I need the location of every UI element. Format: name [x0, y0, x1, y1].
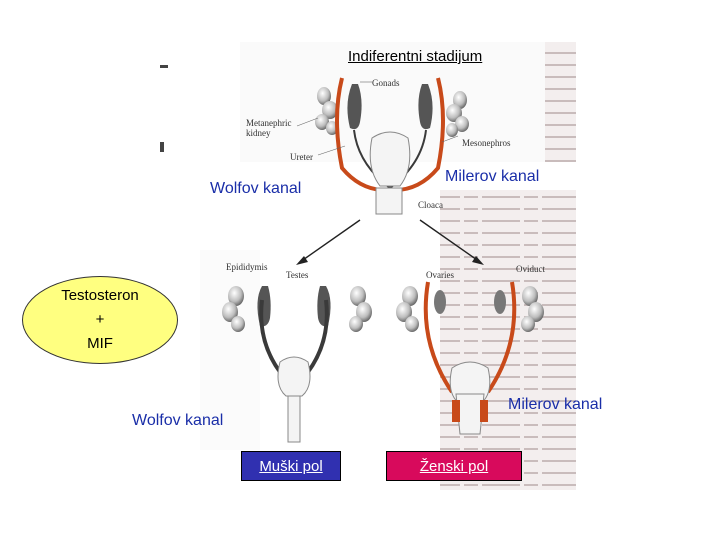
- label-mullerian-duct-bottom: Milerov kanal: [508, 396, 603, 413]
- label-testes: Testes: [286, 270, 309, 280]
- label-gonads: Gonads: [372, 78, 400, 88]
- hormone-line-3: MIF: [87, 335, 113, 352]
- male-outcome-box: Muški pol: [241, 451, 341, 481]
- label-wolffian-duct-top: Wolfov kanal: [210, 180, 302, 197]
- label-ovaries: Ovaries: [426, 270, 454, 280]
- kidney-cluster-icon: [315, 87, 338, 135]
- kidney-cluster-icon: [349, 286, 372, 332]
- male-outcome-label: Muški pol: [259, 457, 323, 475]
- hormone-line-1: Testosteron: [61, 287, 139, 304]
- label-kidney: kidney: [246, 128, 271, 138]
- female-outcome-box: Ženski pol: [386, 451, 522, 481]
- label-mullerian-duct-top: Milerov kanal: [445, 168, 540, 185]
- label-wolffian-duct-bottom: Wolfov kanal: [132, 412, 224, 429]
- female-figure: [396, 281, 544, 435]
- kidney-cluster-icon: [222, 286, 245, 332]
- male-figure: [222, 286, 372, 443]
- label-mesonephros: Mesonephros: [462, 138, 511, 148]
- label-epididymis: Epididymis: [226, 262, 268, 272]
- label-cloaca: Cloaca: [418, 200, 443, 210]
- label-metanephric: Metanephric: [246, 118, 292, 128]
- female-outcome-label: Ženski pol: [419, 457, 489, 475]
- label-ureter: Ureter: [290, 152, 313, 162]
- arrow-icon: [296, 219, 361, 265]
- kidney-cluster-icon: [521, 286, 544, 332]
- label-oviduct: Oviduct: [516, 264, 545, 274]
- hormone-bubble: Testosteron + MIF: [22, 276, 178, 364]
- arrow-icon: [419, 219, 484, 265]
- kidney-cluster-icon: [446, 91, 469, 137]
- indifferent-stage-figure: [296, 77, 469, 215]
- kidney-cluster-icon: [396, 286, 419, 332]
- page-title: Indiferentni stadijum: [348, 48, 483, 65]
- hormone-line-2: +: [95, 311, 105, 328]
